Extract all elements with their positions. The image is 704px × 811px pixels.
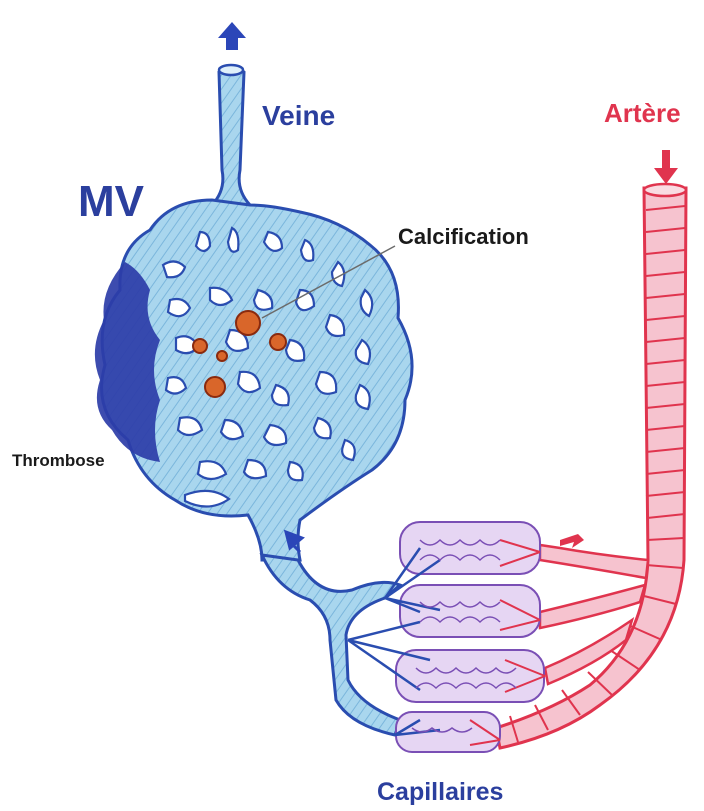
artery-opening	[644, 184, 686, 196]
vein-outflow	[212, 67, 250, 205]
label-artere: Artère	[604, 100, 681, 126]
draining-vein-trunk	[262, 555, 400, 735]
vein-opening	[219, 65, 243, 75]
label-veine: Veine	[262, 102, 335, 130]
arterial-inflow-arrow-icon	[654, 150, 678, 184]
label-capillaires: Capillaires	[377, 780, 503, 805]
label-thrombose: Thrombose	[12, 452, 105, 469]
label-calcification: Calcification	[398, 226, 529, 248]
arterial-flow-arrow-icon	[560, 530, 584, 548]
label-mv: MV	[78, 180, 144, 224]
outflow-arrow-icon	[218, 22, 246, 50]
